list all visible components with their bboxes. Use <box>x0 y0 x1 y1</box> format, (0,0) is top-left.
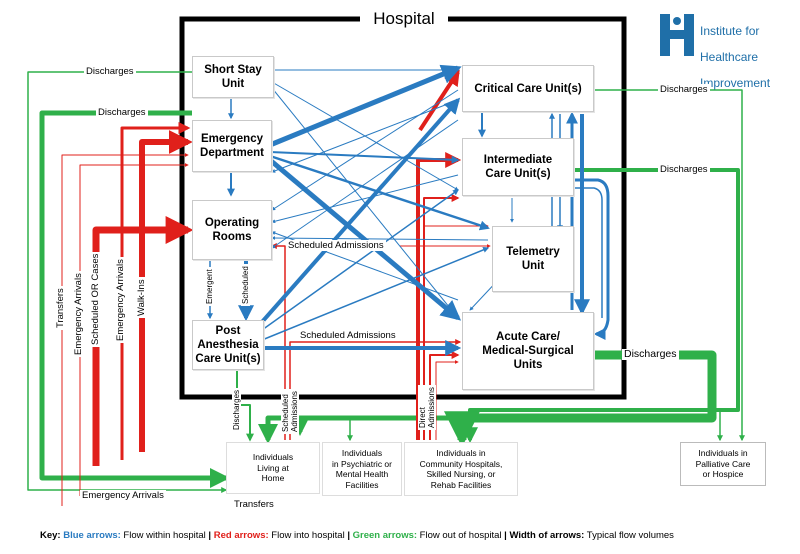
scheduled-or-cases-vertical-label: Scheduled OR Cases <box>90 251 101 347</box>
emergency-department: Emergency Department <box>192 120 272 172</box>
transfers-vertical-label: Transfers <box>55 286 66 330</box>
discharges-label: Discharges <box>96 107 148 118</box>
individuals-in-community-hospitals: Individuals in Community Hospitals, Skil… <box>404 442 518 496</box>
legend-key: Key: Blue arrows: Flow within hospital |… <box>40 530 674 541</box>
scheduled-admissions-vertical-label: Scheduled Admissions <box>281 389 299 434</box>
emergent-vertical-label: Emergent <box>205 267 214 306</box>
discharges-label: Discharges <box>622 348 679 360</box>
scheduled-admissions-label: Scheduled Admissions <box>286 240 386 251</box>
red-flows <box>61 69 491 506</box>
individuals-living-at-home: Individuals Living at Home <box>226 442 320 494</box>
discharges-label: Discharges <box>658 164 710 175</box>
telemetry-unit: Telemetry Unit <box>492 226 574 292</box>
post-anesthesia-care-units: Post Anesthesia Care Unit(s) <box>192 320 264 370</box>
operating-rooms: Operating Rooms <box>192 200 272 260</box>
ihi-logo-icon <box>660 14 694 56</box>
acute-care-medical-surgical-units: Acute Care/ Medical-Surgical Units <box>462 312 594 390</box>
intermediate-care-units: Intermediate Care Unit(s) <box>462 138 574 196</box>
emergency-arrivals-vertical-label: Emergency Arrivals <box>115 257 126 343</box>
scheduled-admissions-label: Scheduled Admissions <box>298 330 398 341</box>
discharges-vertical-label: Discharges <box>232 387 241 432</box>
individuals-in-psychiatric-facilities: Individuals in Psychiatric or Mental Hea… <box>322 442 402 496</box>
critical-care-units: Critical Care Unit(s) <box>462 65 594 112</box>
discharges-label: Discharges <box>84 66 136 77</box>
hospital-title: Hospital <box>360 8 448 30</box>
discharges-label: Discharges <box>658 84 710 95</box>
ihi-logo: Institute for Healthcare Improvement <box>660 10 800 90</box>
individuals-in-palliative-care: Individuals in Palliative Care or Hospic… <box>680 442 766 486</box>
direct-admissions-vertical-label: Direct Admissions <box>418 385 436 430</box>
transfers-label: Transfers <box>232 499 276 510</box>
short-stay-unit: Short Stay Unit <box>192 56 274 98</box>
emergency-arrivals-label: Emergency Arrivals <box>80 490 166 501</box>
scheduled-vertical-label: Scheduled <box>241 264 250 306</box>
walk-ins-vertical-label: Walk-Ins <box>136 277 147 318</box>
ihi-logo-text: Institute for Healthcare Improvement <box>700 24 771 90</box>
emergency-arrivals-vertical-label: Emergency Arrivals <box>73 271 84 357</box>
